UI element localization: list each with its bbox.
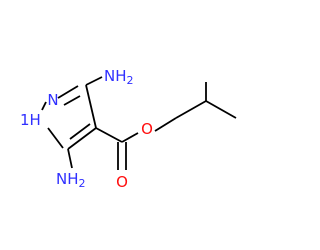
atom-n-pyrazole: N	[47, 91, 58, 109]
chemical-structure: N 1H NH2 NH2 O O	[20, 67, 237, 191]
atom-o-carbonyl: O	[116, 173, 128, 191]
bond-c3-c4	[85, 84, 97, 129]
bond-carbonyl-oester	[121, 132, 139, 143]
bond-ch2-ch	[175, 100, 207, 119]
bond-c4-carbonyl	[95, 127, 123, 143]
atom-nh-pyrazole: 1H	[20, 111, 41, 129]
bond-n2-c3	[57, 85, 79, 99]
atom-amino-bottom: NH2	[56, 170, 86, 190]
atom-amino-top: NH2	[104, 67, 134, 87]
bond-n2-c3-double	[63, 95, 81, 106]
bond-c4-c5	[67, 127, 97, 150]
bond-c5-n1	[47, 127, 64, 149]
bond-ch-ch3-right	[205, 100, 237, 119]
bond-c3-nh2	[85, 76, 103, 86]
bond-c4-c5-double	[69, 123, 91, 140]
bond-oester-ch2	[154, 117, 177, 132]
bond-n1-n2	[41, 101, 47, 111]
atom-o-ester: O	[141, 120, 153, 138]
bond-c5-nh2	[67, 148, 73, 169]
